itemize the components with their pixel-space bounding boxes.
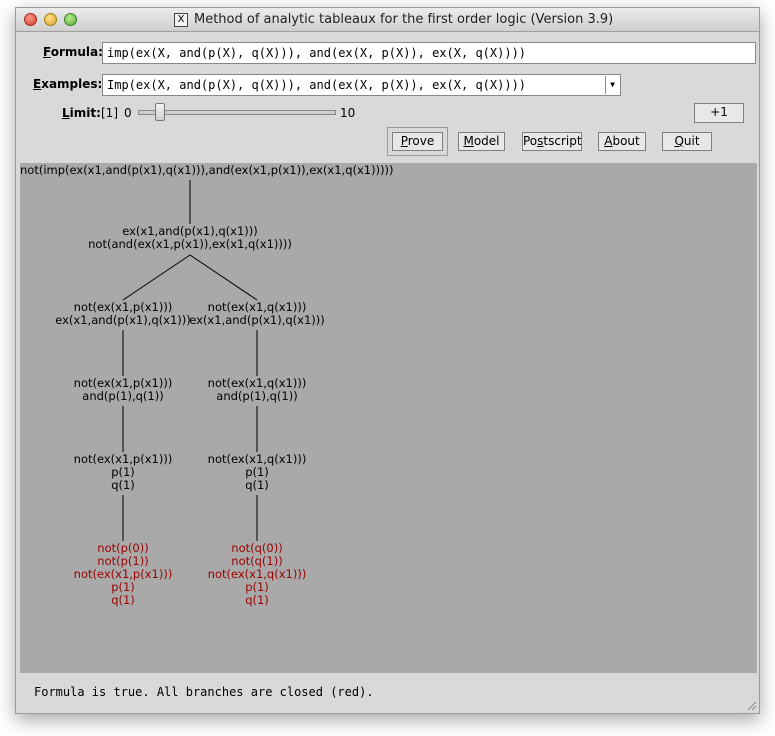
tree-node-right-3: not(ex(x1,q(x1))) p(1) q(1) xyxy=(187,453,327,492)
node-line: not(ex(x1,p(x1))) xyxy=(73,567,173,581)
node-line: not(p(1)) xyxy=(97,554,149,568)
postscript-button[interactable]: Postscript xyxy=(522,132,582,151)
node-line: not(ex(x1,p(x1))) xyxy=(73,452,173,466)
formula-input[interactable]: imp(ex(X, and(p(X), q(X))), and(ex(X, p(… xyxy=(102,42,756,64)
node-line: and(p(1),q(1)) xyxy=(216,389,298,403)
node-line: q(1) xyxy=(245,593,269,607)
node-line: ex(x1,and(p(x1),q(x1))) xyxy=(122,224,258,238)
limit-slider-thumb[interactable] xyxy=(155,103,165,121)
edge-n1-right xyxy=(189,254,258,301)
node-line: ex(x1,and(p(x1),q(x1))) xyxy=(189,313,325,327)
quit-button[interactable]: Quit xyxy=(662,132,712,151)
tree-node-left-3: not(ex(x1,p(x1))) p(1) q(1) xyxy=(53,453,193,492)
node-line: ex(x1,and(p(x1),q(x1))) xyxy=(55,313,191,327)
node-line: not(p(0)) xyxy=(97,541,149,555)
tree-node-left-1: not(ex(x1,p(x1))) ex(x1,and(p(x1),q(x1))… xyxy=(53,301,193,327)
tree-node-1: ex(x1,and(p(x1),q(x1))) not(and(ex(x1,p(… xyxy=(60,225,320,251)
limit-current-value: [1] xyxy=(101,106,118,120)
node-line: p(1) xyxy=(111,580,135,594)
node-line: q(1) xyxy=(245,478,269,492)
dropdown-arrow-icon[interactable]: ▼ xyxy=(605,76,619,94)
examples-label: Examples: xyxy=(33,77,103,91)
edge-n1-left xyxy=(122,254,191,301)
window-title: Method of analytic tableaux for the firs… xyxy=(194,12,614,27)
node-line: not(ex(x1,q(x1))) xyxy=(207,452,307,466)
tree-node-right-closed: not(q(0)) not(q(1)) not(ex(x1,q(x1))) p(… xyxy=(187,542,327,607)
node-line: p(1) xyxy=(245,580,269,594)
node-line: not(ex(x1,p(x1))) xyxy=(73,300,173,314)
status-message: Formula is true. All branches are closed… xyxy=(34,685,374,699)
node-line: not(ex(x1,q(x1))) xyxy=(207,376,307,390)
node-line: not(imp(ex(x1,and(p(x1),q(x1))),and(ex(x… xyxy=(20,163,394,177)
limit-min-label: 0 xyxy=(124,106,132,120)
node-line: not(ex(x1,q(x1))) xyxy=(207,567,307,581)
tree-node-right-1: not(ex(x1,q(x1))) ex(x1,and(p(x1),q(x1))… xyxy=(187,301,327,327)
examples-value: Imp(ex(X, and(p(X), q(X))), and(ex(X, p(… xyxy=(107,78,527,92)
prove-button-focus-ring xyxy=(387,127,448,156)
minimize-window-button[interactable] xyxy=(44,13,57,26)
model-button[interactable]: Model xyxy=(458,132,505,151)
title-bar: X Method of analytic tableaux for the fi… xyxy=(16,8,759,32)
plus-one-button[interactable]: +1 xyxy=(694,103,744,123)
prove-button[interactable]: Prove xyxy=(392,132,443,151)
node-line: not(ex(x1,p(x1))) xyxy=(73,376,173,390)
tableau-edges xyxy=(122,180,258,541)
tree-node-right-2: not(ex(x1,q(x1))) and(p(1),q(1)) xyxy=(187,377,327,403)
node-line: and(p(1),q(1)) xyxy=(82,389,164,403)
limit-label: Limit: xyxy=(62,106,101,120)
tree-node-root: not(imp(ex(x1,and(p(x1),q(x1))),and(ex(x… xyxy=(20,163,394,177)
node-line: p(1) xyxy=(245,465,269,479)
node-line: q(1) xyxy=(111,478,135,492)
zoom-window-button[interactable] xyxy=(64,13,77,26)
x11-app-icon: X xyxy=(174,13,188,27)
node-line: not(q(1)) xyxy=(231,554,283,568)
tree-node-left-closed: not(p(0)) not(p(1)) not(ex(x1,p(x1))) p(… xyxy=(53,542,193,607)
limit-slider-track[interactable] xyxy=(138,110,336,115)
tree-node-left-2: not(ex(x1,p(x1))) and(p(1),q(1)) xyxy=(53,377,193,403)
close-window-button[interactable] xyxy=(24,13,37,26)
limit-max-label: 10 xyxy=(340,106,356,120)
node-line: q(1) xyxy=(111,593,135,607)
resize-grip-icon[interactable] xyxy=(745,699,757,711)
formula-label: Formula: xyxy=(43,45,103,59)
node-line: not(and(ex(x1,p(x1)),ex(x1,q(x1)))) xyxy=(88,237,292,251)
node-line: not(ex(x1,q(x1))) xyxy=(207,300,307,314)
node-line: not(q(0)) xyxy=(231,541,283,555)
tableau-canvas: not(imp(ex(x1,and(p(x1),q(x1))),and(ex(x… xyxy=(20,163,757,673)
about-button[interactable]: About xyxy=(598,132,646,151)
app-window: X Method of analytic tableaux for the fi… xyxy=(15,7,760,714)
examples-combobox[interactable]: Imp(ex(X, and(p(X), q(X))), and(ex(X, p(… xyxy=(102,74,621,96)
node-line: p(1) xyxy=(111,465,135,479)
